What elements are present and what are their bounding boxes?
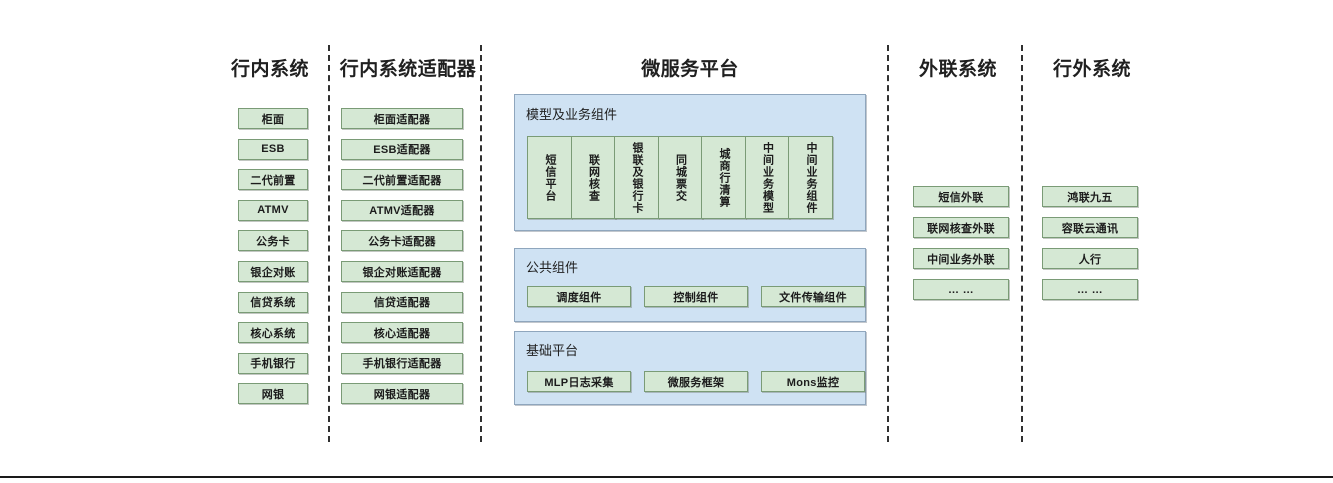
node-box[interactable]: 联网核查: [570, 136, 616, 219]
node-box[interactable]: 核心系统: [238, 322, 308, 344]
panel-label-common-components: 公共组件: [526, 260, 579, 275]
node-box[interactable]: 中间业务组件: [788, 136, 833, 219]
node-box[interactable]: 文件传输组件: [761, 286, 865, 307]
node-box[interactable]: 二代前置: [238, 169, 308, 191]
node-box[interactable]: 手机银行: [238, 352, 308, 374]
node-box[interactable]: 公务卡适配器: [341, 230, 463, 252]
node-box[interactable]: ATMV: [238, 199, 308, 221]
node-box[interactable]: 信贷适配器: [341, 291, 463, 313]
bottom-rule: [0, 476, 1333, 478]
panel-base-platform: [514, 331, 866, 405]
panel-label-base-platform: 基础平台: [526, 343, 579, 358]
platform-title: 微服务平台: [641, 59, 739, 80]
node-box[interactable]: Mons监控: [761, 371, 865, 392]
node-box[interactable]: … …: [913, 279, 1009, 300]
panel-label-model-business: 模型及业务组件: [526, 107, 618, 122]
node-box[interactable]: 公务卡: [238, 230, 308, 252]
node-box[interactable]: 短信外联: [913, 186, 1009, 207]
column-divider-2: [480, 45, 482, 442]
node-box[interactable]: 鸿联九五: [1042, 186, 1138, 207]
node-box[interactable]: 银企对账: [238, 261, 308, 282]
node-box[interactable]: … …: [1042, 279, 1138, 300]
column-title-external-link: 外联系统: [918, 59, 997, 80]
panel-common-components: [514, 248, 866, 322]
node-box[interactable]: MLP日志采集: [527, 371, 631, 392]
node-box[interactable]: 联网核查外联: [913, 217, 1009, 238]
node-box[interactable]: 银企对账适配器: [341, 261, 463, 282]
node-box[interactable]: 中间业务外联: [913, 248, 1009, 269]
node-box[interactable]: 柜面适配器: [341, 108, 463, 129]
node-box[interactable]: 信贷系统: [238, 291, 308, 313]
node-box[interactable]: 中间业务模型: [744, 136, 790, 219]
node-box[interactable]: 短信平台: [527, 136, 572, 219]
column-divider-1: [328, 45, 330, 442]
node-box[interactable]: 柜面: [238, 108, 308, 129]
node-box[interactable]: 银联及银行卡: [614, 136, 659, 219]
node-box[interactable]: 调度组件: [527, 286, 631, 307]
column-title-inbank: 行内系统: [230, 59, 309, 80]
node-box[interactable]: 同城票交: [657, 136, 703, 219]
column-title-outbank: 行外系统: [1052, 59, 1131, 80]
node-box[interactable]: 人行: [1042, 248, 1138, 269]
column-divider-3: [887, 45, 889, 442]
node-box[interactable]: 城商行清算: [701, 136, 746, 219]
node-box[interactable]: ESB适配器: [341, 138, 463, 160]
node-box[interactable]: 网银: [238, 383, 308, 405]
node-box[interactable]: 二代前置适配器: [341, 169, 463, 191]
node-box[interactable]: ESB: [238, 138, 308, 160]
node-box[interactable]: 控制组件: [644, 286, 748, 307]
node-box[interactable]: 微服务框架: [644, 371, 748, 392]
node-box[interactable]: 手机银行适配器: [341, 352, 463, 374]
column-divider-4: [1021, 45, 1023, 442]
column-title-inbank-adapter: 行内系统适配器: [339, 59, 477, 80]
node-box[interactable]: 网银适配器: [341, 383, 463, 405]
node-box[interactable]: ATMV适配器: [341, 199, 463, 221]
node-box[interactable]: 容联云通讯: [1042, 217, 1138, 238]
node-box[interactable]: 核心适配器: [341, 322, 463, 344]
